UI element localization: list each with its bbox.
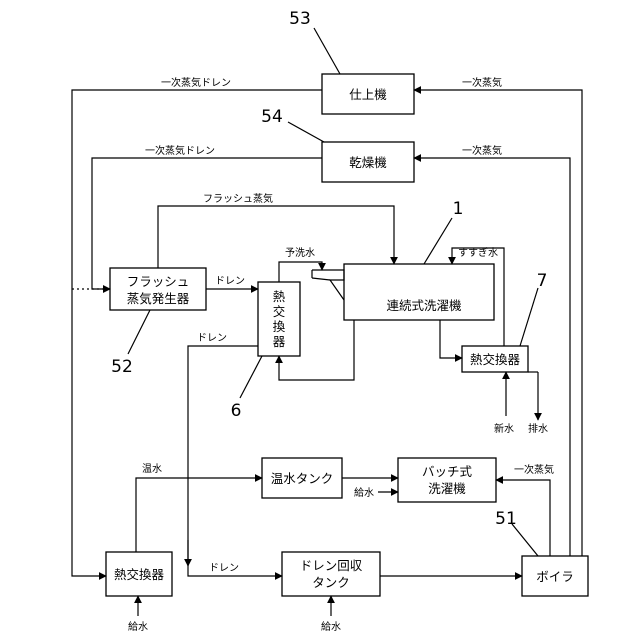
flow-label-drain-flash: ドレン (215, 276, 245, 287)
hx-small-char-4: 器 (273, 334, 286, 349)
prewash-water-line (279, 262, 322, 282)
leader-7 (520, 288, 538, 346)
ref-52: 52 (111, 357, 133, 377)
ref-51: 51 (495, 509, 517, 529)
ref-53: 53 (289, 9, 311, 29)
prewash-inlet-base (312, 278, 330, 280)
hx-right-label: 熱交換器 (470, 352, 521, 367)
hx-bottom-label: 熱交換器 (114, 567, 165, 582)
flow-label-feed-hx: 給水 (128, 620, 148, 633)
hx-small-char-1: 熱 (273, 289, 286, 304)
hot-water-line (136, 478, 262, 552)
boiler-label: ボイラ (536, 569, 574, 584)
flash-generator-label-2: 蒸気発生器 (127, 291, 190, 306)
flow-label-fresh-water: 新水 (494, 422, 514, 435)
leader-52 (128, 310, 150, 354)
hx-small-char-3: 換 (273, 319, 286, 334)
flow-label-steam-batch: 一次蒸気 (514, 463, 554, 476)
drain-tank-label-1: ドレン回収 (300, 558, 363, 573)
dryer-label: 乾燥機 (349, 155, 387, 170)
flow-label-drain-dryer: 一次蒸気ドレン (145, 144, 215, 157)
flow-label-steam-dryer: 一次蒸気 (462, 144, 502, 157)
leader-1 (424, 218, 452, 264)
flow-label-waste-water: 排水 (528, 422, 548, 435)
flow-label-drain-mid: ドレン (197, 333, 227, 344)
ref-1: 1 (453, 199, 464, 219)
flow-label-feed-tank: 給水 (321, 620, 341, 633)
flash-generator-label-1: フラッシュ (127, 274, 190, 289)
flow-label-drain-bottom: ドレン (209, 563, 239, 574)
ref-6: 6 (231, 401, 242, 421)
hx-small-char-2: 交 (273, 304, 286, 319)
continuous-washer-label: 連続式洗濯機 (386, 298, 462, 313)
hot-water-tank-label: 温水タンク (271, 471, 334, 486)
flow-label-hot-water: 温水 (142, 463, 162, 475)
ref-7: 7 (537, 271, 548, 291)
washer-to-hx-line (440, 320, 462, 358)
flow-label-feed-batch: 給水 (354, 486, 374, 499)
flow-label-prewash: 予洗水 (285, 247, 315, 259)
drain-tank-label-2: タンク (312, 575, 350, 590)
leader-53 (314, 28, 340, 74)
leader-54 (288, 122, 324, 142)
batch-washer-label-2: 洗濯機 (428, 481, 466, 496)
leader-6 (240, 356, 262, 398)
flow-label-flash-steam: フラッシュ蒸気 (203, 192, 273, 205)
flow-label-rinse: すすぎ水 (458, 246, 498, 259)
batch-washer-label-1: バッチ式 (422, 464, 473, 479)
ref-54: 54 (261, 107, 283, 127)
flash-steam-line (158, 206, 394, 268)
flow-label-steam-finishing: 一次蒸気 (462, 76, 502, 89)
finishing-machine-label: 仕上機 (349, 87, 387, 102)
flow-label-drain-finishing: 一次蒸気ドレン (161, 76, 231, 89)
prewash-inlet-chute (312, 270, 344, 300)
